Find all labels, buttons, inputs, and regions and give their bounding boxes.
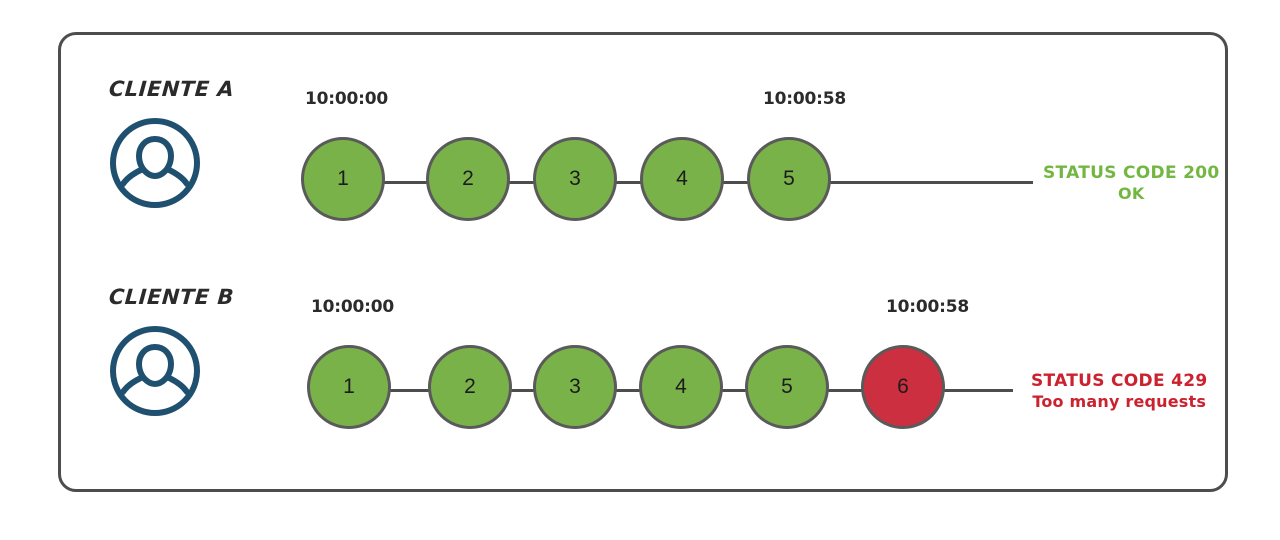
status-message-text-b: Too many requests	[1032, 392, 1207, 412]
client-row-b: CLIENTE B 10:00:00 10:00:58 1 2 3 4	[61, 285, 1225, 495]
request-node[interactable]: 1	[307, 345, 391, 429]
status-message-text-a: OK	[1118, 184, 1145, 204]
end-time-a: 10:00:58	[763, 89, 846, 109]
timeline-a: 10:00:00 10:00:58 1 2 3 4 5 STATUS CODE …	[301, 77, 1225, 277]
user-avatar-icon	[110, 326, 200, 416]
status-code-text-b: STATUS CODE 429	[1031, 371, 1208, 391]
start-time-b: 10:00:00	[311, 297, 394, 317]
request-node[interactable]: 5	[745, 345, 829, 429]
start-time-a: 10:00:00	[305, 89, 388, 109]
request-node[interactable]: 2	[428, 345, 512, 429]
rate-limit-diagram-panel: CLIENTE A 10:00:00 10:00:58 1 2 3 4	[58, 32, 1228, 492]
request-node[interactable]: 4	[639, 345, 723, 429]
request-node[interactable]: 3	[533, 345, 617, 429]
request-node[interactable]: 3	[533, 137, 617, 221]
status-badge-b: STATUS CODE 429 Too many requests	[1031, 371, 1207, 412]
end-time-b: 10:00:58	[886, 297, 969, 317]
user-avatar-icon	[110, 118, 200, 208]
client-block-b: CLIENTE B	[103, 285, 303, 419]
request-node[interactable]: 2	[426, 137, 510, 221]
client-block-a: CLIENTE A	[103, 77, 303, 211]
client-label-b: CLIENTE B	[108, 285, 235, 309]
client-row-a: CLIENTE A 10:00:00 10:00:58 1 2 3 4	[61, 77, 1225, 287]
timeline-b: 10:00:00 10:00:58 1 2 3 4 5 6 STATUS COD…	[301, 285, 1225, 485]
request-node[interactable]: 5	[747, 137, 831, 221]
status-badge-a: STATUS CODE 200 OK	[1043, 163, 1219, 204]
request-node-blocked[interactable]: 6	[861, 345, 945, 429]
client-label-a: CLIENTE A	[108, 77, 236, 101]
request-node[interactable]: 1	[301, 137, 385, 221]
request-node[interactable]: 4	[640, 137, 724, 221]
status-code-text-a: STATUS CODE 200	[1043, 163, 1220, 183]
